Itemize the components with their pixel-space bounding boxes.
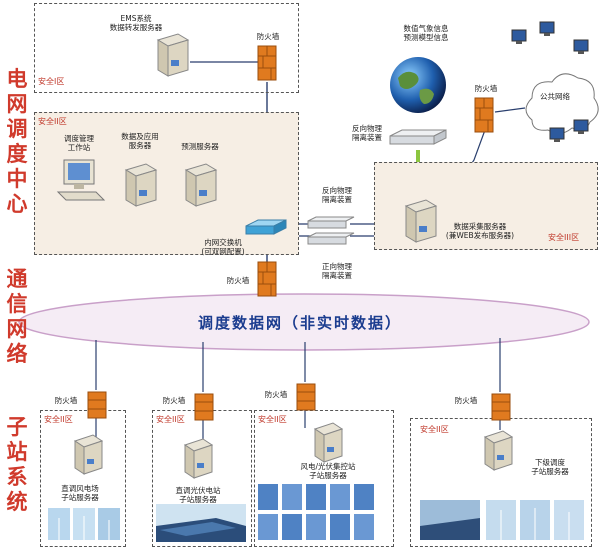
side-label-dispatch-center: 电网调度中心 <box>6 66 28 216</box>
reverse-iso-mid-label: 反向物理 隔离装置 <box>322 186 352 204</box>
wind-farm-image <box>48 508 120 540</box>
forecast-server-label: 预测服务器 <box>181 142 219 151</box>
collector-label: 数据采集服务器 (兼WEB发布服务器) <box>445 222 515 240</box>
firewall-mid-label: 防火墙 <box>226 276 250 285</box>
public-computers-icon <box>511 21 589 142</box>
forward-isolation-icon <box>307 232 355 245</box>
zone-label-sub3: 安全II区 <box>258 415 287 424</box>
sub4-server-icon <box>483 430 514 471</box>
reverse-iso-top-label: 反向物理 隔离装置 <box>352 124 382 142</box>
dispatch-network-ellipse <box>18 293 590 351</box>
zone-label-top: 安全I区 <box>38 77 65 86</box>
firewall-top-label: 防火墙 <box>256 32 280 41</box>
globe-icon <box>390 57 446 113</box>
reverse-isolation-top-icon <box>389 129 447 145</box>
firewall-top-icon <box>257 45 277 81</box>
zone-label-sub4: 安全II区 <box>420 425 449 434</box>
public-network-label: 公共网络 <box>540 92 570 101</box>
firewall-sub4-icon <box>491 393 511 421</box>
workstation-icon <box>56 159 106 201</box>
firewall-sub2-icon <box>194 393 214 421</box>
side-label-communication: 通信网络 <box>6 266 28 366</box>
zone-label-sub2: 安全II区 <box>156 415 185 424</box>
collector-server-icon <box>404 199 438 243</box>
zone-sub3 <box>254 410 394 547</box>
firewall-sub3-icon <box>296 383 316 411</box>
reverse-isolation-mid-icon <box>307 216 355 229</box>
side-label-substation: 子站系统 <box>6 414 28 514</box>
ems-label: EMS系统 数据转发服务器 <box>109 14 163 32</box>
firewall-public-label: 防火墙 <box>474 84 498 93</box>
firewall-sub2-label: 防火墙 <box>162 396 186 405</box>
lower-dispatch-image <box>420 500 584 540</box>
sub2-label: 直调光伏电站 子站服务器 <box>175 486 221 504</box>
firewall-sub4-label: 防火墙 <box>454 396 478 405</box>
firewall-mid-icon <box>257 261 277 297</box>
switch-icon <box>245 219 287 235</box>
firewall-sub1-label: 防火墙 <box>54 396 78 405</box>
data-app-server-label: 数据及应用 服务器 <box>121 132 159 150</box>
firewall-sub3-label: 防火墙 <box>264 390 288 399</box>
zone-sub1 <box>40 410 126 547</box>
sub3-server-icon <box>313 422 344 463</box>
zone-label-sub1: 安全II区 <box>44 415 73 424</box>
weather-label: 数值气象信息 预测模型信息 <box>403 24 449 42</box>
workstation-label: 调度管理 工作站 <box>64 134 94 152</box>
zone-label-right: 安全III区 <box>548 233 580 242</box>
sub2-server-icon <box>183 438 214 479</box>
firewall-sub1-icon <box>87 391 107 419</box>
switch-label: 内网交换机 (可双网配置) <box>201 238 245 256</box>
wind-solar-panels-image <box>258 484 374 540</box>
data-app-server-icon <box>124 163 158 207</box>
sub1-label: 直调风电场 子站服务器 <box>61 484 99 502</box>
sub3-label: 风电/光伏集控站 子站服务器 <box>300 462 356 480</box>
solar-farm-image <box>156 504 246 542</box>
sub1-server-icon <box>73 434 104 475</box>
sub4-label: 下级调度 子站服务器 <box>531 458 569 476</box>
forward-iso-label: 正向物理 隔离装置 <box>322 262 352 280</box>
ems-server-icon <box>156 33 190 77</box>
zone-label-mid: 安全II区 <box>38 117 67 126</box>
zone-security-1 <box>34 3 299 93</box>
firewall-public-icon <box>474 97 494 133</box>
forecast-server-icon <box>184 163 218 207</box>
dispatch-network-title: 调度数据网（非实时数据） <box>198 314 403 332</box>
